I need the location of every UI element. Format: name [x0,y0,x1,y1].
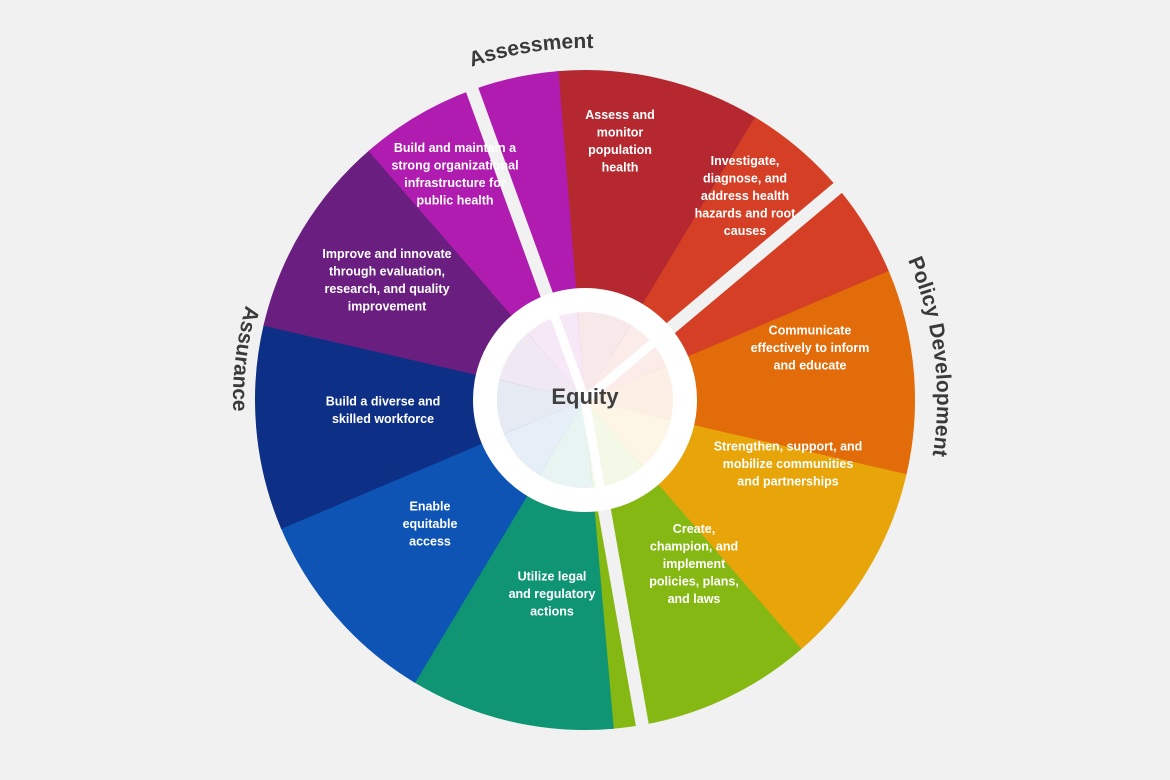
center-pastel-wedge [496,379,585,435]
service-segment [413,483,614,730]
service-label-line: Improve and innovate [322,247,451,261]
group-separator [595,493,650,731]
service-label-line: Strengthen, support, and [714,440,863,454]
service-label-line: effectively to inform [751,341,870,355]
service-label-line: Investigate, [711,154,780,168]
service-label-line: access [409,535,451,549]
service-label-line: Communicate [769,324,852,338]
service-label-line: health [602,160,639,174]
service-segment [255,323,495,529]
center-separator [580,399,606,490]
service-label: Communicate effectively to inform and educ… [751,324,870,373]
service-label-line: implement [663,557,726,571]
service-label-line: Create, [673,522,715,536]
service-label-line: policies, plans, [649,575,739,589]
group-separator [654,180,846,344]
service-label-line: and educate [774,359,847,373]
service-segment [280,437,535,683]
service-label: Enable equitable access [403,500,458,549]
service-label-line: research, and quality [324,282,449,296]
service-label: Build and maintain a strong organizationa… [391,141,518,208]
service-label-line: address health [701,189,789,203]
service-label-line: and laws [668,592,721,606]
center-pastel-wedge [585,365,673,421]
service-segment [556,70,757,317]
service-label-line: hazards and root [695,207,797,221]
service-segment [648,422,907,651]
service-segment [592,473,802,729]
service-labels: Assess and monitor population health Investi… [322,108,869,619]
service-label: Investigate, diagnose, and address health h… [695,154,797,238]
service-label-line: causes [724,224,766,238]
group-label-text: Assessment [466,30,593,72]
center-pastel-wedge [577,312,631,400]
service-label-line: infrastructure for [404,176,506,190]
service-label-line: skilled workforce [332,412,434,426]
center-hub: Equity [473,288,697,512]
center-label: Equity [551,384,619,409]
service-label-line: through evaluation, [329,264,445,278]
service-label: Create, champion, and implement policies, p… [649,522,739,606]
service-label-line: monitor [597,125,644,139]
center-pastel-wedges [496,312,673,490]
center-pastel-wedge [503,400,585,476]
service-label-line: Assess and [585,108,654,122]
service-segment [675,271,915,477]
service-label-line: Enable [410,500,451,514]
center-separator [549,313,590,402]
service-label: Strengthen, support, and mobilize communi… [714,440,863,489]
service-label: Utilize legal and regulatory actions [509,570,596,619]
service-label: Assess and monitor population health [585,108,654,175]
center-separator [582,338,657,404]
service-label-line: mobilize communities [723,457,854,471]
service-label-line: diagnose, and [703,172,787,186]
service-label-line: and partnerships [737,475,838,489]
service-segment [368,71,578,327]
center-pastel-wedge [527,312,585,400]
service-label-line: and regulatory [509,587,596,601]
service-label-line: equitable [403,517,458,531]
group-separator [464,83,559,313]
group-gaps [464,83,846,731]
service-label-line: improvement [348,299,427,313]
service-label-line: Build a diverse and [326,394,441,408]
service-label-line: strong organizational [391,158,518,172]
service-label-line: public health [416,193,493,207]
service-label-line: actions [530,605,574,619]
center-pastel-wedge [499,333,585,400]
center-pastel-wedge [585,400,671,467]
service-label: Build a diverse and skilled workforce [326,394,441,426]
service-segment [263,149,522,378]
service-label-line: Build and maintain a [394,141,517,155]
service-label-line: Utilize legal [518,570,587,584]
group-label: Assessment [466,30,593,72]
service-label-line: population [588,143,652,157]
service-label: Improve and innovate through evaluation, r… [322,247,451,314]
center-pastel-wedge [539,400,593,488]
service-label-line: champion, and [650,540,738,554]
